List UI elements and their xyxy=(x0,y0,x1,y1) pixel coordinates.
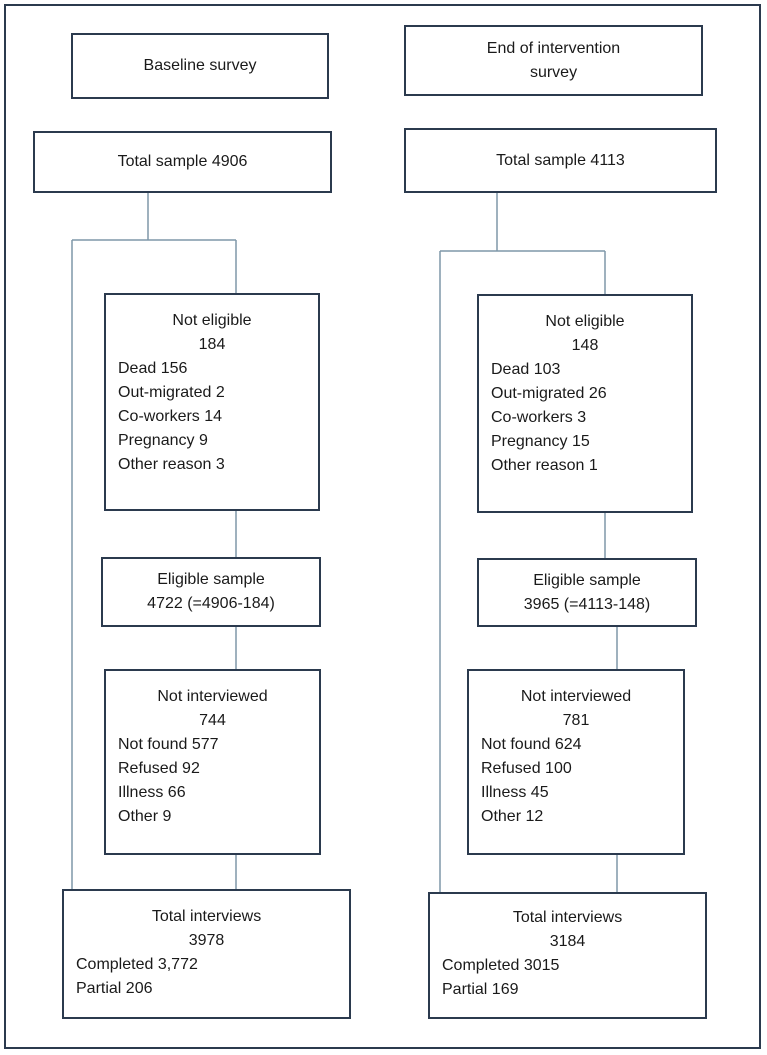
baseline-not-eligible-count: 184 xyxy=(198,336,226,353)
endline-not-eligible-item: Other reason 1 xyxy=(491,457,598,474)
baseline-total-interviews-item: Partial 206 xyxy=(76,980,153,997)
endline-header-box: End of intervention survey xyxy=(404,25,703,96)
endline-eligible-value: 3965 (=4113-148) xyxy=(523,595,651,613)
baseline-not-interviewed-item: Not found 577 xyxy=(118,736,219,753)
baseline-total-interviews-item: Completed 3,772 xyxy=(76,956,198,973)
endline-total-box: Total sample 4113 xyxy=(404,128,717,193)
baseline-not-eligible-item: Out-migrated 2 xyxy=(118,384,225,401)
endline-eligible-box: Eligible sample 3965 (=4113-148) xyxy=(477,558,697,627)
endline-not-eligible-item: Dead 103 xyxy=(491,361,561,378)
baseline-total-interviews-box: Total interviews 3978 Completed 3,772 Pa… xyxy=(62,889,351,1019)
endline-not-interviewed-box: Not interviewed 781 Not found 624 Refuse… xyxy=(467,669,685,855)
baseline-header-box: Baseline survey xyxy=(71,33,329,99)
baseline-not-interviewed-item: Other 9 xyxy=(118,808,172,825)
endline-total-interviews-count: 3184 xyxy=(549,933,586,950)
endline-not-interviewed-item: Illness 45 xyxy=(481,784,549,801)
baseline-total-box: Total sample 4906 xyxy=(33,131,332,193)
baseline-not-eligible-item: Other reason 3 xyxy=(118,456,225,473)
endline-not-eligible-item: Out-migrated 26 xyxy=(491,385,607,402)
baseline-not-interviewed-title: Not interviewed xyxy=(157,688,268,705)
baseline-not-eligible-item: Dead 156 xyxy=(118,360,188,377)
endline-total-interviews-item: Completed 3015 xyxy=(442,957,560,974)
baseline-total-text: Total sample 4906 xyxy=(117,153,248,170)
baseline-not-interviewed-item: Illness 66 xyxy=(118,784,186,801)
baseline-not-eligible-title: Not eligible xyxy=(172,312,252,329)
endline-not-interviewed-item: Not found 624 xyxy=(481,736,582,753)
endline-not-eligible-item: Pregnancy 15 xyxy=(491,433,590,450)
baseline-not-interviewed-item: Refused 92 xyxy=(118,760,200,777)
endline-header-line2: survey xyxy=(529,63,578,81)
endline-total-interviews-title: Total interviews xyxy=(512,909,623,926)
baseline-not-eligible-item: Co-workers 14 xyxy=(118,408,223,425)
baseline-not-interviewed-box: Not interviewed 744 Not found 577 Refuse… xyxy=(104,669,321,855)
endline-not-interviewed-item: Other 12 xyxy=(481,808,544,825)
baseline-not-eligible-item: Pregnancy 9 xyxy=(118,432,208,449)
baseline-total-interviews-count: 3978 xyxy=(188,932,225,949)
endline-not-interviewed-item: Refused 100 xyxy=(481,760,572,777)
baseline-total-interviews-title: Total interviews xyxy=(151,908,262,925)
endline-not-interviewed-title: Not interviewed xyxy=(520,688,632,705)
diagram-frame xyxy=(4,4,761,1049)
endline-header-line1: End of intervention xyxy=(486,39,621,57)
baseline-eligible-box: Eligible sample 4722 (=4906-184) xyxy=(101,557,321,627)
endline-total-interviews-item: Partial 169 xyxy=(442,981,519,998)
baseline-eligible-title: Eligible sample xyxy=(157,571,265,588)
endline-total-text: Total sample 4113 xyxy=(496,151,625,169)
endline-not-eligible-item: Co-workers 3 xyxy=(491,409,587,426)
baseline-not-interviewed-count: 744 xyxy=(199,712,226,729)
baseline-header-text: Baseline survey xyxy=(143,57,257,74)
endline-eligible-title: Eligible sample xyxy=(533,571,641,589)
endline-total-interviews-box: Total interviews 3184 Completed 3015 Par… xyxy=(428,892,707,1019)
endline-not-eligible-title: Not eligible xyxy=(545,313,625,330)
endline-not-interviewed-count: 781 xyxy=(562,712,590,729)
baseline-not-eligible-box: Not eligible 184 Dead 156 Out-migrated 2… xyxy=(104,293,320,511)
endline-not-eligible-box: Not eligible 148 Dead 103 Out-migrated 2… xyxy=(477,294,693,513)
baseline-eligible-value: 4722 (=4906-184) xyxy=(147,595,275,612)
endline-not-eligible-count: 148 xyxy=(571,337,599,354)
